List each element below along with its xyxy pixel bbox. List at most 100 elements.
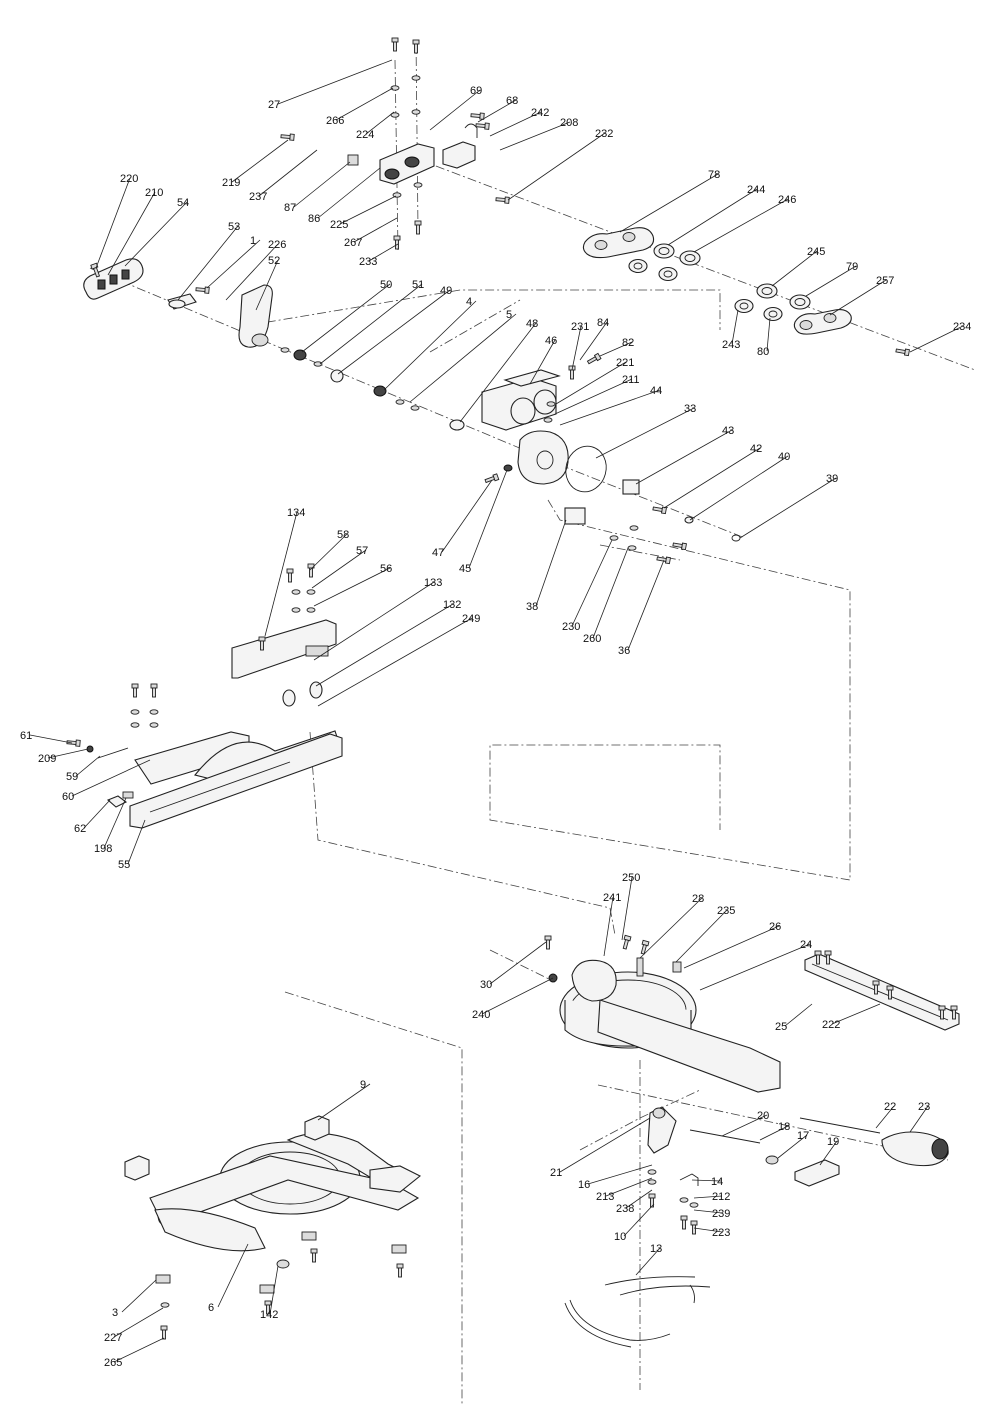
- leader-line: [739, 477, 837, 539]
- motor-head-group: [481, 352, 741, 565]
- part-number-label: 133: [424, 577, 442, 589]
- part-number-label: 26: [769, 921, 781, 933]
- leader-line: [293, 161, 351, 208]
- leader-line: [258, 149, 318, 197]
- part-number-label: 87: [284, 202, 296, 214]
- part-number-label: 246: [778, 194, 796, 206]
- leader-line: [683, 925, 780, 969]
- leader-line: [311, 549, 367, 589]
- part-number-label: 213: [596, 1191, 614, 1203]
- part-number-label: 266: [326, 115, 344, 127]
- part-number-label: 53: [228, 221, 240, 233]
- leader-line: [255, 259, 279, 311]
- part-number-label: 223: [712, 1227, 730, 1239]
- leader-line: [71, 759, 151, 797]
- part-number-label: 132: [443, 599, 461, 611]
- part-number-label: 243: [722, 339, 740, 351]
- part-number-label: 233: [359, 256, 377, 268]
- part-number-label: 142: [260, 1309, 278, 1321]
- part-number-label: 219: [222, 177, 240, 189]
- leader-line: [635, 1247, 661, 1276]
- part-number-label: 57: [356, 545, 368, 557]
- part-number-label: 244: [747, 184, 765, 196]
- leader-line: [699, 943, 811, 991]
- part-number-label: 257: [876, 275, 894, 287]
- part-number-label: 237: [249, 191, 267, 203]
- leader-line: [592, 547, 629, 639]
- part-number-label: 5: [506, 309, 512, 321]
- leader-line: [459, 322, 537, 423]
- leader-line: [875, 1105, 895, 1129]
- part-number-label: 33: [684, 403, 696, 415]
- part-number-label: 69: [470, 85, 482, 97]
- part-number-label: 22: [884, 1101, 896, 1113]
- leader-line: [124, 201, 188, 267]
- part-number-label: 260: [583, 633, 601, 645]
- leader-line: [107, 191, 156, 276]
- part-number-label: 62: [74, 823, 86, 835]
- leader-line: [206, 239, 261, 289]
- part-number-label: 231: [571, 321, 589, 333]
- leader-line: [587, 1164, 653, 1185]
- leader-line: [309, 533, 348, 571]
- leader-line: [635, 429, 733, 485]
- part-number-label: 212: [712, 1191, 730, 1203]
- leader-line: [579, 321, 608, 361]
- part-number-label: 4: [466, 296, 472, 308]
- part-number-label: 43: [722, 425, 734, 437]
- part-number-label: 226: [268, 239, 286, 251]
- part-number-label: 54: [177, 197, 189, 209]
- leader-line: [721, 1114, 768, 1137]
- part-number-label: 3: [112, 1307, 118, 1319]
- leader-line: [639, 897, 703, 959]
- leader-line: [599, 341, 633, 357]
- leader-line: [663, 447, 761, 509]
- leader-line: [507, 132, 606, 201]
- leader-line: [675, 909, 728, 963]
- leader-line: [409, 313, 517, 403]
- part-number-label: 48: [526, 318, 538, 330]
- part-number-label: 13: [650, 1243, 662, 1255]
- leader-line: [623, 1203, 655, 1237]
- leader-line: [909, 1105, 929, 1133]
- part-number-label: 86: [308, 213, 320, 225]
- part-number-label: 38: [526, 601, 538, 613]
- leader-line: [317, 167, 381, 219]
- part-number-label: 198: [94, 843, 112, 855]
- part-number-label: 47: [432, 547, 444, 559]
- top-bracket-group: [280, 37, 510, 250]
- leader-line: [264, 511, 298, 637]
- part-number-label: 250: [622, 872, 640, 884]
- part-number-label: 238: [616, 1203, 634, 1215]
- leader-line: [313, 581, 435, 661]
- leader-line: [368, 243, 399, 262]
- part-number-label: 241: [603, 892, 621, 904]
- part-number-label: 208: [560, 117, 578, 129]
- leader-line: [113, 1307, 164, 1338]
- leader-line: [689, 455, 789, 521]
- part-number-label: 55: [118, 859, 130, 871]
- turntable-group: [544, 934, 960, 1348]
- leader-line: [595, 407, 695, 459]
- part-number-label: 84: [597, 317, 609, 329]
- leader-line: [693, 1227, 723, 1233]
- part-number-label: 20: [757, 1110, 769, 1122]
- part-number-label: 16: [578, 1179, 590, 1191]
- leader-line: [603, 896, 614, 957]
- part-number-label: 211: [622, 374, 640, 386]
- part-number-label: 58: [337, 529, 349, 541]
- part-number-label: 18: [778, 1121, 790, 1133]
- part-number-label: 68: [506, 95, 518, 107]
- leader-line: [429, 89, 481, 131]
- leader-line: [691, 1179, 722, 1182]
- part-number-label: 221: [616, 357, 634, 369]
- part-number-label: 249: [462, 613, 480, 625]
- leader-line: [177, 225, 239, 301]
- leader-line: [353, 217, 398, 243]
- leader-line: [269, 1265, 279, 1315]
- assembly-axes: [89, 39, 976, 1405]
- leader-line: [317, 1083, 371, 1121]
- leader-line: [75, 755, 101, 777]
